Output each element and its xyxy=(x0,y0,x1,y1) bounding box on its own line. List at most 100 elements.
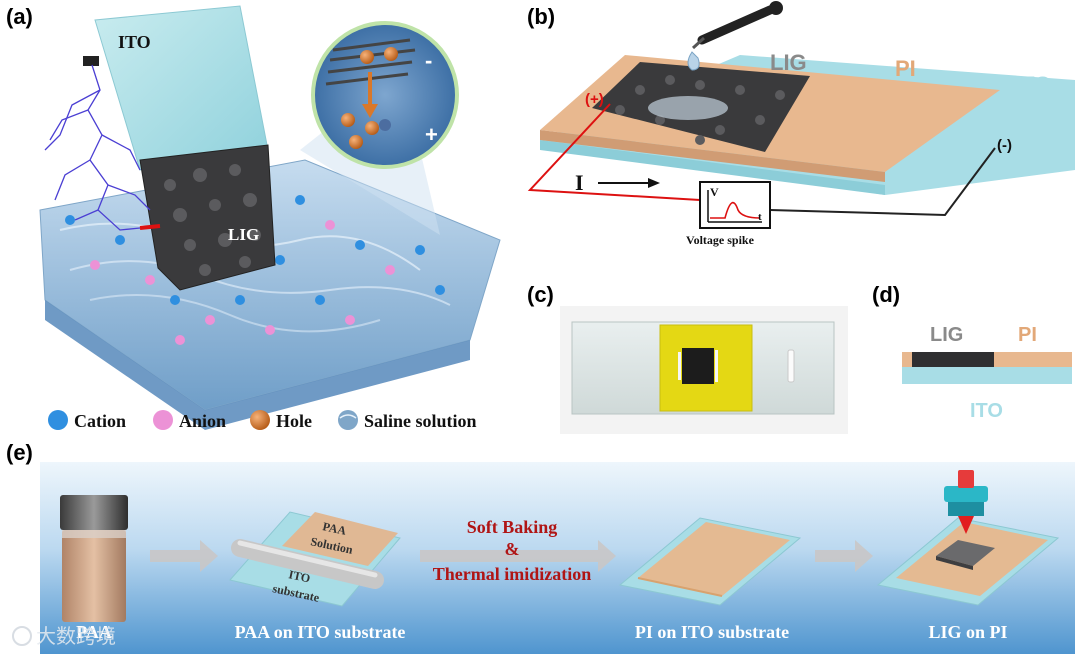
dropper xyxy=(687,1,783,71)
spike-curve xyxy=(710,201,761,219)
legend-cation-marker xyxy=(48,410,68,430)
anion-dot xyxy=(385,265,395,275)
cation-dot xyxy=(435,285,445,295)
ito-layer-d xyxy=(902,367,1072,384)
lig-label-a: LIG xyxy=(228,225,259,244)
watermark-logo-icon xyxy=(12,626,32,646)
anion-dot xyxy=(175,335,185,345)
watermark-text: 大数跨境 xyxy=(36,624,116,648)
panel-c: (c) xyxy=(527,282,848,434)
legend-cation: Cation xyxy=(74,411,126,431)
caption-lig-on-pi: LIG on PI xyxy=(928,622,1007,642)
current-arrow-head xyxy=(648,178,660,188)
lig-texture xyxy=(164,164,261,276)
voltage-spike-caption: Voltage spike xyxy=(686,233,755,247)
cation-dot xyxy=(235,295,245,305)
pi-edge-b xyxy=(540,130,885,182)
ito-connector xyxy=(83,56,99,66)
cation-dot xyxy=(415,245,425,255)
hole-dot xyxy=(360,50,374,64)
lig-texture-b xyxy=(615,75,785,145)
down-arrow-head xyxy=(362,104,378,118)
panel-a-label: (a) xyxy=(6,4,33,29)
hole-dot xyxy=(341,113,355,127)
cation-dot xyxy=(355,240,365,250)
legend-a: Cation Anion Hole Saline solution xyxy=(48,410,477,431)
pi-label-d: PI xyxy=(1018,324,1037,346)
panel-d: (d) LIG PI ITO xyxy=(872,282,1072,422)
droplet-puddle xyxy=(648,96,728,120)
caption-pi-on-ito: PI on ITO substrate xyxy=(635,622,789,642)
laser-head xyxy=(944,470,988,534)
caption-paa: PAA xyxy=(76,622,112,642)
hole-dot xyxy=(384,47,398,61)
cation-dot xyxy=(65,215,75,225)
soft-baking-text: Soft Baking xyxy=(467,517,558,537)
black-wire xyxy=(769,147,996,217)
paa-bottle xyxy=(60,495,128,622)
positive-terminal: (+) xyxy=(585,91,604,108)
legend-saline-marker xyxy=(338,410,358,430)
ito-substrate-label-1: ITO xyxy=(287,567,311,585)
ito-label-a: ITO xyxy=(118,32,151,52)
cation-dot xyxy=(170,295,180,305)
t-axis-label: t xyxy=(758,211,762,223)
panel-b: (b) LIG PI ITO (+) (-) I xyxy=(527,1,1075,247)
watermark: 大数跨境 xyxy=(12,624,116,648)
current-label: I xyxy=(575,170,584,195)
panel-e-label: (e) xyxy=(6,440,33,465)
paa-coating-step xyxy=(229,511,401,607)
cation-dot xyxy=(379,119,391,131)
hole-dot xyxy=(349,135,363,149)
anion-dot xyxy=(145,275,155,285)
legend-saline: Saline solution xyxy=(364,411,477,431)
pi-label-b: PI xyxy=(895,56,916,81)
anion-dot xyxy=(345,315,355,325)
process-arrow-1 xyxy=(150,540,218,572)
lig-label-b: LIG xyxy=(770,50,807,75)
red-wire xyxy=(527,103,701,201)
red-probe xyxy=(139,224,161,230)
anion-dot xyxy=(265,325,275,335)
cation-dot xyxy=(275,255,285,265)
contact-mark xyxy=(787,349,795,383)
process-arrow-2 xyxy=(420,540,616,572)
legend-hole-marker xyxy=(250,410,270,430)
legend-anion-marker xyxy=(153,410,173,430)
lig-on-pi-step xyxy=(876,517,1060,606)
panel-d-label: (d) xyxy=(872,282,900,307)
panel-b-label: (b) xyxy=(527,4,555,29)
electrode-strip-right xyxy=(715,350,718,382)
v-axis-label: V xyxy=(710,185,719,199)
panel-a: (a) xyxy=(6,4,501,431)
anion-dot xyxy=(205,315,215,325)
anion-dot xyxy=(90,260,100,270)
electrode-strip-left xyxy=(678,352,681,380)
lig-layer-d xyxy=(912,352,994,367)
lig-pad-photo xyxy=(682,348,714,384)
ito-label-b: ITO xyxy=(1015,72,1051,97)
negative-terminal: (-) xyxy=(997,137,1012,154)
hole-dot xyxy=(365,121,379,135)
ito-label-d: ITO xyxy=(970,400,1003,422)
pi-on-ito-step xyxy=(618,517,802,606)
cation-dot xyxy=(295,195,305,205)
legend-anion: Anion xyxy=(179,411,226,431)
cation-dot xyxy=(115,235,125,245)
minus-sign: - xyxy=(425,48,432,73)
panel-c-label: (c) xyxy=(527,282,554,307)
panel-e: (e) PAA Solution ITO substrate Soft Baki… xyxy=(6,440,1075,654)
plus-sign: + xyxy=(425,122,438,147)
ions xyxy=(65,195,445,345)
legend-hole: Hole xyxy=(276,411,312,431)
ampersand-text: & xyxy=(505,539,520,559)
process-arrow-3 xyxy=(815,540,873,572)
ito-edge-b xyxy=(540,140,885,195)
anion-dot xyxy=(325,220,335,230)
lightning xyxy=(44,64,151,231)
thermal-imidization-text: Thermal imidization xyxy=(433,564,592,584)
cation-dot xyxy=(315,295,325,305)
lig-label-d: LIG xyxy=(930,324,963,346)
caption-paa-on-ito: PAA on ITO substrate xyxy=(235,622,406,642)
